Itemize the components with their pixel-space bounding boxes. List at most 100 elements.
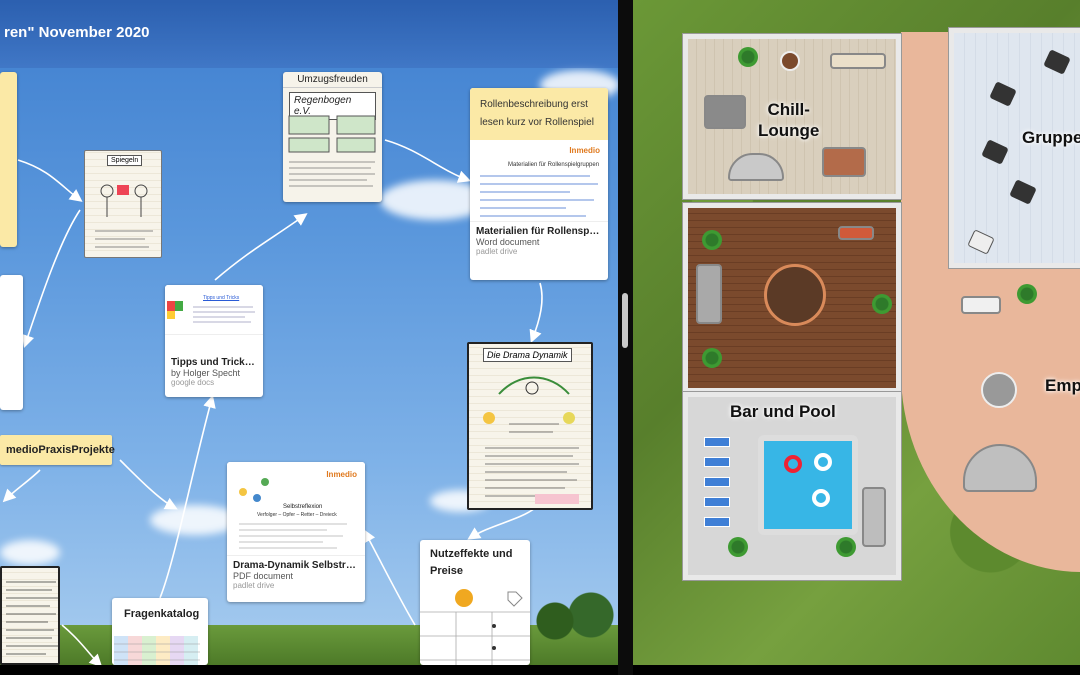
- plant: [738, 47, 758, 67]
- card-header: Rollenbeschreibung erst lesen kurz vor R…: [470, 88, 608, 140]
- card-source: google docs: [171, 378, 215, 387]
- room-bar-und-pool[interactable]: Bar und Pool: [683, 392, 901, 580]
- arrow: [17, 159, 83, 202]
- arrow: [2, 469, 41, 503]
- card-subtitle: Word document: [476, 237, 540, 247]
- preview-heading: Tipps und Tricks: [203, 295, 240, 301]
- plant: [872, 294, 892, 314]
- card-nutzeffekte-und-preise[interactable]: Nutzeffekte und Preise: [420, 540, 530, 665]
- trees: [528, 585, 618, 645]
- card-drama-dynamik-sketch[interactable]: Die Drama Dynamik: [467, 342, 593, 510]
- sketch-label: Regenbogen e.V.: [289, 92, 376, 120]
- card-rollenbeschreibung[interactable]: Rollenbeschreibung erst lesen kurz vor R…: [470, 88, 608, 280]
- room-label-chill-lounge: Chill- Lounge: [758, 100, 820, 140]
- card-title: Materialien für Rollenspielgrup...: [476, 226, 602, 237]
- card-subtitle: PDF document: [233, 571, 294, 581]
- cloud: [0, 540, 60, 565]
- room-label-empfang: Emp: [1045, 376, 1080, 395]
- arrow: [363, 529, 416, 626]
- arrow: [159, 394, 216, 599]
- bench: [830, 53, 886, 69]
- doc-preview: Inmedio Materialien für Rollenspielgrupp…: [470, 140, 608, 222]
- sketch-label: Die Drama Dynamik: [483, 348, 572, 362]
- card-header: Umzugsfreuden: [283, 72, 382, 88]
- sofa: [696, 264, 722, 324]
- sofa: [838, 226, 874, 240]
- card-partial-left[interactable]: [0, 275, 23, 410]
- sofa: [728, 153, 784, 181]
- card-title: Tipps und Tricks Kl...: [171, 357, 257, 368]
- lounge-chair: [961, 296, 1001, 314]
- doc-preview: Tipps und Tricks: [165, 285, 263, 335]
- swim-ring: [814, 453, 832, 471]
- card-fragenkatalog[interactable]: Fragenkatalog: [112, 598, 208, 665]
- sofa: [963, 444, 1037, 492]
- doc-preview: Inmedio Selbstreflexion Verfolger – Opfe…: [227, 462, 365, 556]
- sun-lounger: [704, 497, 730, 507]
- room-label-bar-und-pool: Bar und Pool: [730, 402, 836, 421]
- arrow: [384, 139, 472, 183]
- arrow: [61, 624, 103, 665]
- doc-lines: [480, 175, 598, 217]
- card-header: Fragenkatalog: [124, 608, 200, 620]
- sketch-drawing: [95, 184, 153, 248]
- card-spiegeln-sketch[interactable]: Spiegeln: [84, 150, 162, 258]
- arrow: [214, 213, 308, 281]
- connector-arrows: [2, 139, 543, 665]
- room-chill-lounge[interactable]: Chill- Lounge: [683, 34, 901, 199]
- card-source: padlet drive: [233, 581, 275, 590]
- card-subtitle: by Holger Specht: [171, 368, 241, 378]
- doc-lines: [239, 478, 347, 549]
- board-title: ren" November 2020: [4, 24, 150, 41]
- plant: [1017, 284, 1037, 304]
- card-source: padlet drive: [476, 247, 518, 256]
- table: [764, 264, 826, 326]
- sketch-drawing: [288, 115, 376, 187]
- sketch-label: Spiegeln: [107, 155, 143, 166]
- sofa: [822, 147, 866, 177]
- dining-set: [704, 95, 746, 129]
- doc-heading: Materialien für Rollenspielgruppen: [508, 162, 600, 168]
- section-label-praxisprojekte[interactable]: medioPraxisProjekte: [0, 435, 115, 465]
- padlet-board: ren" November 2020 Spiegeln: [0, 0, 618, 665]
- card-drama-selbstreflexion[interactable]: Inmedio Selbstreflexion Verfolger – Opfe…: [227, 462, 365, 602]
- room-gruppe[interactable]: Gruppe: [949, 28, 1080, 268]
- chair: [1043, 49, 1071, 75]
- card-partial-left[interactable]: [0, 72, 17, 247]
- sketch-drawing: [483, 376, 579, 504]
- sun-lounger: [704, 457, 730, 467]
- table: [780, 51, 800, 71]
- doc-line: Verfolger – Opfer – Retter – Dreieck: [257, 512, 337, 518]
- chair: [989, 81, 1017, 107]
- card-title: Drama-Dynamik Selbstreflexion: [233, 560, 359, 571]
- table-preview: [420, 589, 530, 665]
- plant: [702, 348, 722, 368]
- table: [981, 372, 1017, 408]
- chair: [981, 139, 1009, 165]
- doc-heading: Selbstreflexion: [283, 504, 323, 510]
- pool: [758, 435, 858, 535]
- arrow: [21, 209, 81, 349]
- doc-logo: Inmedio: [326, 470, 357, 479]
- sun-lounger: [704, 517, 730, 527]
- board-header: ren" November 2020: [0, 0, 618, 68]
- swim-ring: [812, 489, 830, 507]
- chair: [967, 229, 995, 255]
- sofa: [862, 487, 886, 547]
- cloud: [150, 505, 240, 535]
- sun-lounger: [704, 437, 730, 447]
- doc-lines: [167, 301, 255, 323]
- card-umzugsfreuden[interactable]: Umzugsfreuden Regenbogen e.V.: [283, 72, 382, 202]
- chair: [1009, 179, 1037, 205]
- room-middle[interactable]: [683, 203, 901, 393]
- card-tipps-und-tricks[interactable]: Tipps und Tricks Tipps und Tricks Kl... …: [165, 285, 263, 397]
- table-preview: [114, 636, 200, 665]
- plant: [728, 537, 748, 557]
- card-sketch-bottom-left[interactable]: [0, 566, 60, 665]
- room-label-gruppe: Gruppe: [1022, 128, 1080, 147]
- plant: [702, 230, 722, 250]
- arrow: [119, 459, 178, 510]
- plant: [836, 537, 856, 557]
- split-drag-handle[interactable]: [622, 293, 628, 348]
- sun-lounger: [704, 477, 730, 487]
